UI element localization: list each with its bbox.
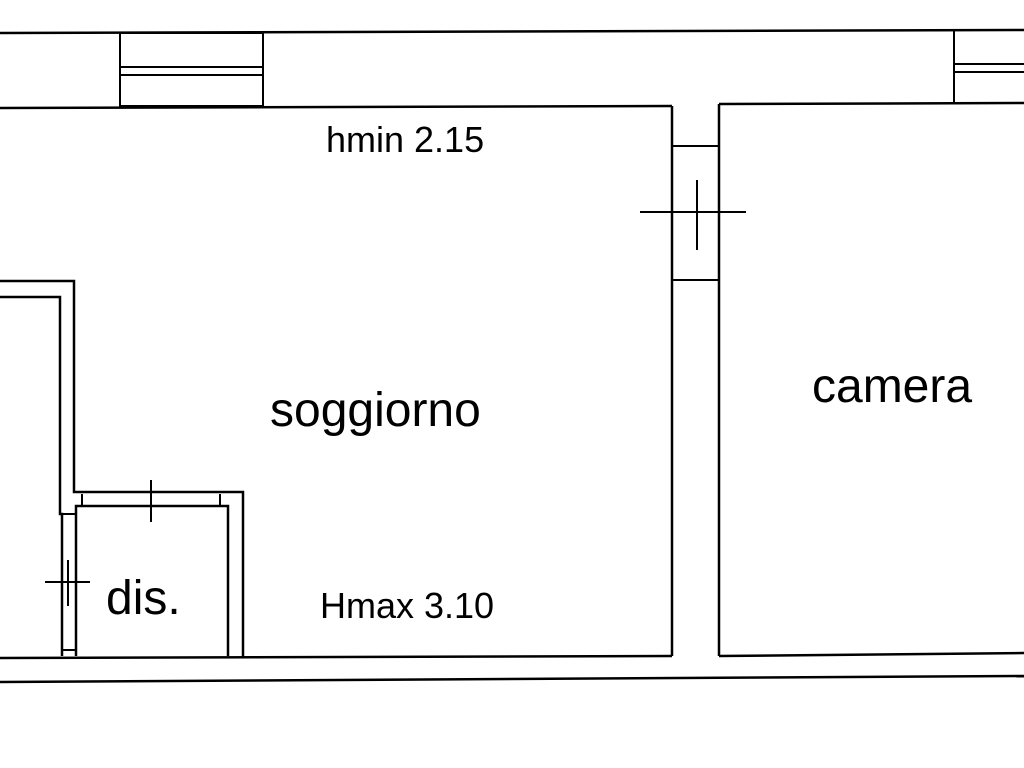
room-label-soggiorno: soggiorno (270, 384, 481, 437)
soggiorno-bottom-wall (0, 654, 673, 660)
height-max-label: Hmax 3.10 (320, 585, 494, 626)
height-min-label: hmin 2.15 (326, 119, 484, 160)
door-soggiorno-camera (640, 145, 746, 281)
room-label-camera: camera (812, 360, 972, 413)
door-mark-dis-left (45, 560, 90, 606)
window-right (953, 31, 1024, 104)
room-label-dis: dis. (106, 572, 181, 625)
exterior-wall-bottom (0, 674, 1024, 684)
camera-walls (717, 101, 1024, 658)
interior-wall-top (0, 104, 673, 110)
window-left (119, 32, 264, 107)
